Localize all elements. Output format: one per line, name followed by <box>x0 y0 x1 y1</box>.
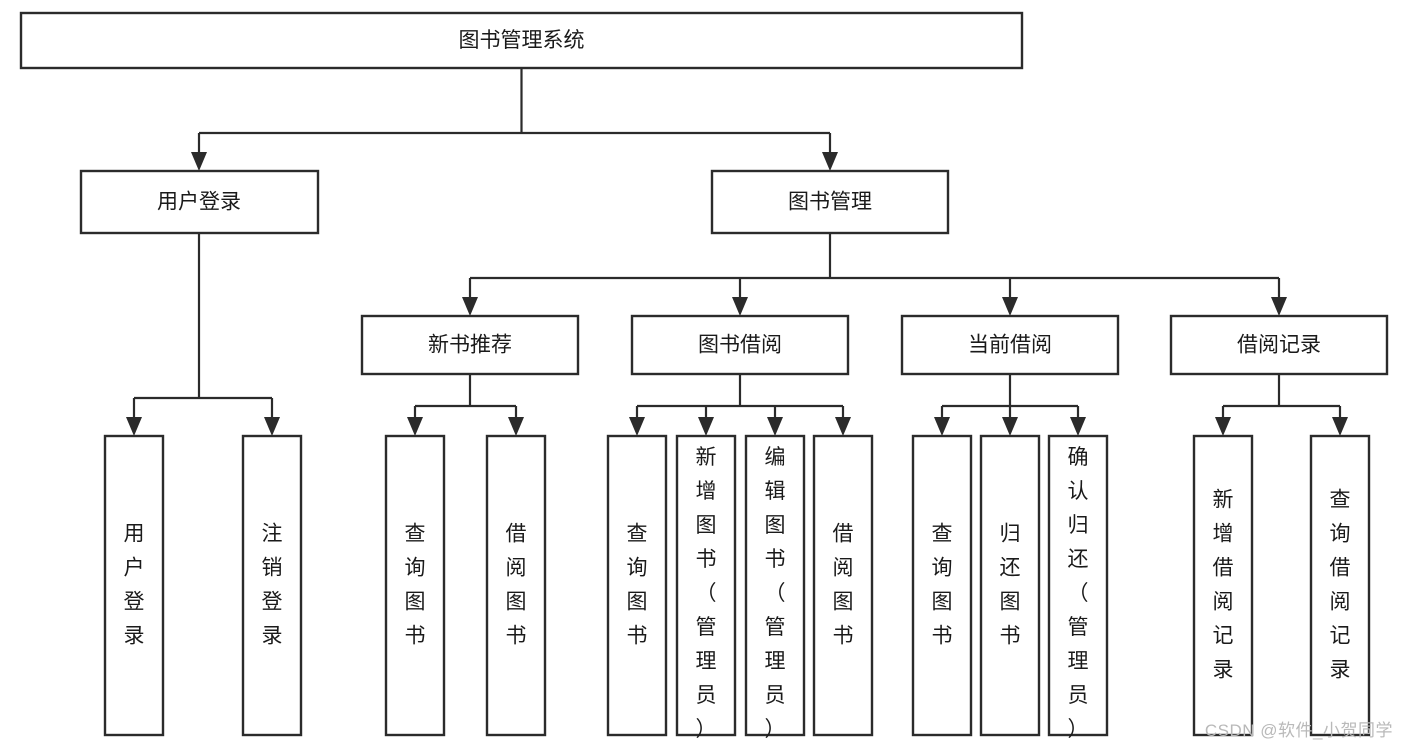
arrow-head-bookmgmt <box>822 152 838 171</box>
node-records-box[interactable] <box>1169 314 1389 376</box>
node-bookmgmt[interactable]: 图书管理 <box>710 169 950 235</box>
node-leaf-11-label: 确认归还（管理员） <box>1068 446 1089 741</box>
node-leaf-12-label: 新增借阅记录 <box>1213 488 1234 681</box>
arrow-head-leaf-3 <box>407 417 423 436</box>
node-leaf-9-box[interactable] <box>911 434 973 737</box>
node-login[interactable]: 用户登录 <box>79 169 320 235</box>
node-leaf-1-label: 用户登录 <box>124 522 145 647</box>
arrow-head-leaf-8 <box>835 417 851 436</box>
node-leaf-8-box[interactable] <box>812 434 874 737</box>
node-records[interactable]: 借阅记录 <box>1169 314 1389 376</box>
arrow-head-leaf-12 <box>1215 417 1231 436</box>
node-leaf-6-box[interactable] <box>675 434 737 737</box>
arrow-head-leaf-9 <box>934 417 950 436</box>
arrow-head-leaf-4 <box>508 417 524 436</box>
arrow-head-records <box>1271 297 1287 316</box>
node-leaf-9[interactable]: 查询图书 <box>911 434 973 737</box>
node-leaf-5[interactable]: 查询图书 <box>606 434 668 737</box>
node-records-label: 借阅记录 <box>1237 334 1321 357</box>
node-borrow-box[interactable] <box>630 314 850 376</box>
connector-newbook-trunk <box>413 374 518 417</box>
node-leaf-1[interactable]: 用户登录 <box>103 434 165 737</box>
node-login-box[interactable] <box>79 169 320 235</box>
connector-layer <box>126 68 1348 436</box>
node-newbook[interactable]: 新书推荐 <box>360 314 580 376</box>
node-bookmgmt-box[interactable] <box>710 169 950 235</box>
node-leaf-3-label: 查询图书 <box>405 522 426 647</box>
node-leaf-8[interactable]: 借阅图书 <box>812 434 874 737</box>
node-leaf-5-box[interactable] <box>606 434 668 737</box>
node-borrow[interactable]: 图书借阅 <box>630 314 850 376</box>
csdn-watermark: CSDN @软件_小贺同学 <box>1204 721 1393 740</box>
node-leaf-10-box[interactable] <box>979 434 1041 737</box>
node-root[interactable]: 图书管理系统 <box>19 11 1024 70</box>
node-leaf-4[interactable]: 借阅图书 <box>485 434 547 737</box>
node-root-label: 图书管理系统 <box>459 29 585 52</box>
arrow-head-leaf-13 <box>1332 417 1348 436</box>
arrow-head-leaf-2 <box>264 417 280 436</box>
arrow-head-leaf-1 <box>126 417 142 436</box>
node-leaf-4-box[interactable] <box>485 434 547 737</box>
arrow-head-current <box>1002 297 1018 316</box>
node-leaf-2-box[interactable] <box>241 434 303 737</box>
node-leaf-13-label: 查询借阅记录 <box>1330 488 1351 681</box>
arrow-head-borrow <box>732 297 748 316</box>
connector-root-trunk <box>197 68 832 152</box>
node-leaf-10[interactable]: 归还图书 <box>979 434 1041 737</box>
arrow-head-leaf-7 <box>767 417 783 436</box>
arrow-head-leaf-11 <box>1070 417 1086 436</box>
node-leaf-12[interactable]: 新增借阅记录 <box>1192 434 1254 737</box>
arrow-head-leaf-5 <box>629 417 645 436</box>
node-leaf-13[interactable]: 查询借阅记录 <box>1309 434 1371 737</box>
node-leaf-4-label: 借阅图书 <box>506 522 527 647</box>
node-leaf-3-box[interactable] <box>384 434 446 737</box>
node-leaf-7[interactable]: 编辑图书（管理员） <box>744 434 806 741</box>
node-root-box[interactable] <box>19 11 1024 70</box>
node-leaf-3[interactable]: 查询图书 <box>384 434 446 737</box>
node-bookmgmt-label: 图书管理 <box>788 191 872 214</box>
node-leaf-11-box[interactable] <box>1047 434 1109 737</box>
node-current-box[interactable] <box>900 314 1120 376</box>
node-leaf-8-label: 借阅图书 <box>833 522 854 647</box>
arrow-head-leaf-6 <box>698 417 714 436</box>
connector-records-trunk <box>1221 374 1342 417</box>
connector-current-trunk <box>940 374 1080 417</box>
node-leaf-10-label: 归还图书 <box>1000 522 1021 647</box>
connector-login-trunk <box>132 233 274 417</box>
node-leaf-7-label: 编辑图书（管理员） <box>765 446 786 741</box>
arrow-head-leaf-10 <box>1002 417 1018 436</box>
node-leaf-11[interactable]: 确认归还（管理员） <box>1047 434 1109 741</box>
node-leaf-7-box[interactable] <box>744 434 806 737</box>
node-leaf-6-label: 新增图书（管理员） <box>696 446 717 741</box>
node-current-label: 当前借阅 <box>968 334 1052 357</box>
node-login-label: 用户登录 <box>157 191 241 214</box>
node-leaf-9-label: 查询图书 <box>932 522 953 647</box>
node-leaf-1-box[interactable] <box>103 434 165 737</box>
node-newbook-box[interactable] <box>360 314 580 376</box>
node-leaf-6[interactable]: 新增图书（管理员） <box>675 434 737 741</box>
node-leaf-13-box[interactable] <box>1309 434 1371 737</box>
node-leaf-12-box[interactable] <box>1192 434 1254 737</box>
arrow-head-newbook <box>462 297 478 316</box>
node-current[interactable]: 当前借阅 <box>900 314 1120 376</box>
node-leaf-5-label: 查询图书 <box>627 522 648 647</box>
connector-bookmgmt-trunk <box>468 233 1281 297</box>
node-leaf-2-label: 注销登录 <box>262 522 283 647</box>
node-borrow-label: 图书借阅 <box>698 334 782 357</box>
arrow-head-login <box>191 152 207 171</box>
node-newbook-label: 新书推荐 <box>428 334 512 357</box>
node-leaf-2[interactable]: 注销登录 <box>241 434 303 737</box>
connector-borrow-trunk <box>635 374 845 417</box>
